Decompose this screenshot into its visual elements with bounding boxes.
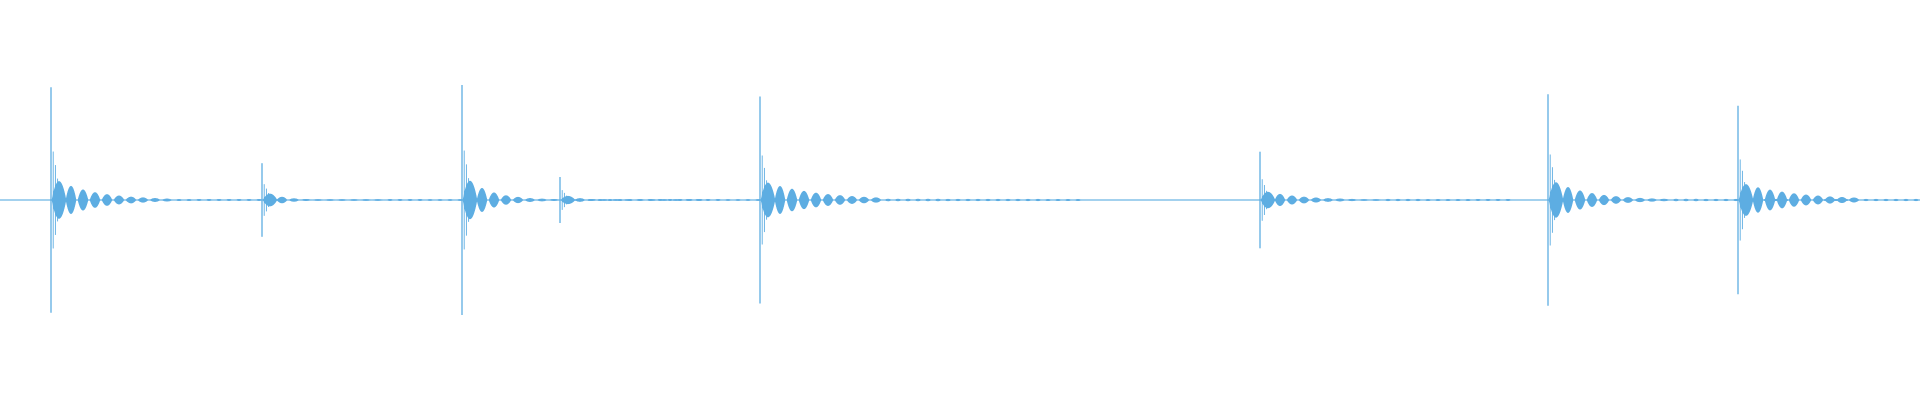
transient-2 xyxy=(261,163,464,237)
transient-8 xyxy=(1737,105,1920,295)
waveform-events-layer xyxy=(50,85,1920,315)
transient-4 xyxy=(559,177,762,223)
transient-3 xyxy=(461,85,704,315)
transient-1 xyxy=(50,87,283,313)
transient-6 xyxy=(1259,151,1512,249)
transient-5 xyxy=(759,96,1082,304)
